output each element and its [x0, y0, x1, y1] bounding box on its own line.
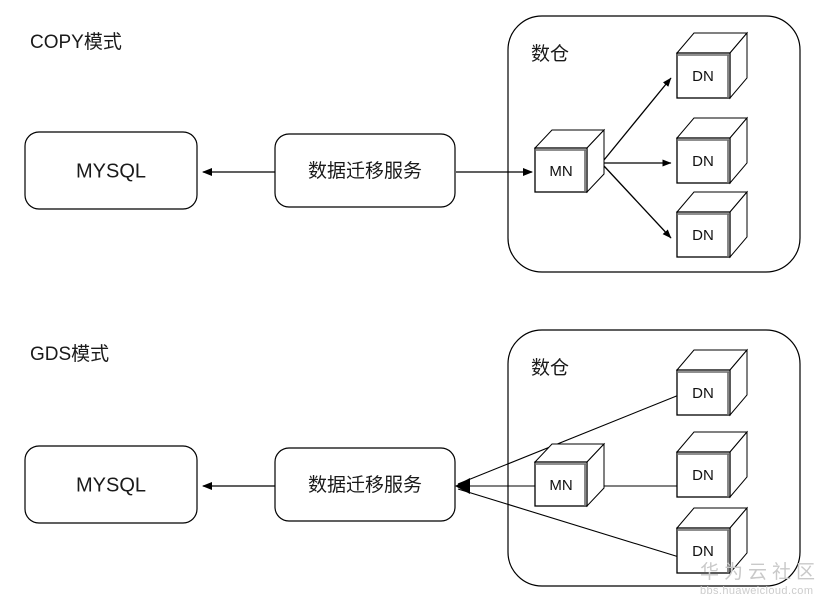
cube-dn1-label-copy: DN — [692, 68, 714, 85]
cube-dn1-copy[interactable]: DN — [675, 31, 749, 100]
cube-mn-copy[interactable]: MN — [533, 128, 606, 194]
mode-title-copy: COPY模式 — [30, 31, 122, 53]
cube-dn3-label-copy: DN — [692, 227, 714, 244]
mysql-label-gds: MYSQL — [76, 474, 146, 496]
warehouse-container-gds — [507, 329, 801, 587]
cube-dn1-gds[interactable]: DN — [675, 348, 749, 417]
migration-service-label-gds: 数据迁移服务 — [308, 474, 422, 496]
cube-dn2-gds[interactable]: DN — [675, 430, 749, 499]
section-gds-mode: GDS模式 MYSQL 数据迁移服务 数仓 MN — [24, 329, 801, 587]
cube-mn-label-gds: MN — [549, 477, 572, 494]
mysql-box-gds[interactable] — [24, 445, 198, 524]
cube-mn-label-copy: MN — [549, 163, 572, 180]
line-dn1-to-service-gds — [457, 394, 680, 485]
watermark: 华为云社区 bbs.huaweicloud.com — [700, 561, 820, 597]
arrowhead-converge-gds — [455, 478, 470, 494]
warehouse-label-copy: 数仓 — [531, 43, 569, 65]
mysql-box-copy[interactable] — [24, 131, 198, 210]
cube-dn3-copy[interactable]: DN — [675, 190, 749, 259]
watermark-url: bbs.huaweicloud.com — [700, 585, 813, 597]
section-copy-mode: COPY模式 MYSQL 数据迁移服务 数仓 MN — [24, 15, 801, 273]
arrow-mn-to-dn1-copy — [603, 77, 672, 161]
migration-service-box-gds[interactable] — [274, 447, 456, 522]
cube-dn3-label-gds: DN — [692, 543, 714, 560]
warehouse-container-copy — [507, 15, 801, 273]
migration-service-box-copy[interactable] — [274, 133, 456, 208]
line-dn3-to-service-gds — [457, 488, 680, 558]
cube-dn2-label-copy: DN — [692, 153, 714, 170]
warehouse-label-gds: 数仓 — [531, 357, 569, 379]
cube-mn-gds[interactable]: MN — [533, 442, 606, 508]
mysql-label-copy: MYSQL — [76, 160, 146, 182]
cube-dn1-label-gds: DN — [692, 385, 714, 402]
cube-dn2-label-gds: DN — [692, 467, 714, 484]
mode-title-gds: GDS模式 — [30, 343, 109, 365]
watermark-brand: 华为云社区 — [700, 561, 820, 583]
cube-dn2-copy[interactable]: DN — [675, 116, 749, 185]
arrow-mn-to-dn3-copy — [603, 165, 672, 239]
migration-service-label-copy: 数据迁移服务 — [308, 160, 422, 182]
cube-dn3-gds[interactable]: DN — [675, 506, 749, 575]
